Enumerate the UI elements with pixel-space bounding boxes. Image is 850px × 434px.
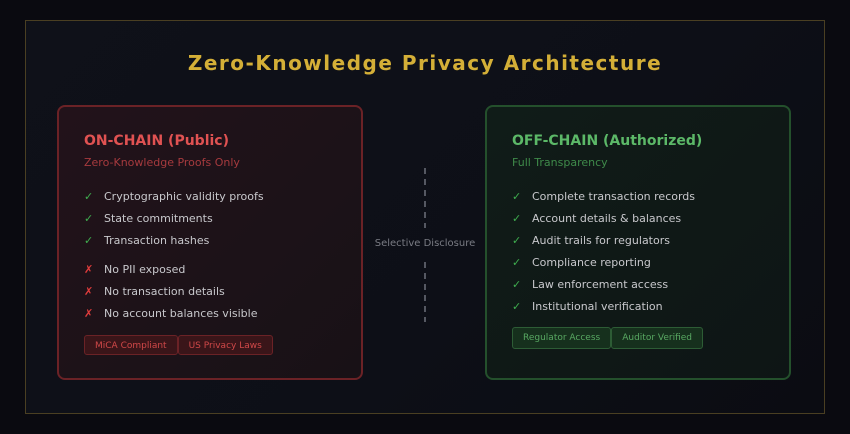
badge-auditor-verified: Auditor Verified: [611, 327, 704, 349]
offchain-item: ✓ Account details & balances: [512, 212, 681, 225]
onchain-badges: MiCA Compliant US Privacy Laws: [84, 335, 273, 355]
check-icon: ✓: [512, 212, 522, 225]
check-icon: ✓: [512, 256, 522, 269]
badge-mica-compliant: MiCA Compliant: [84, 335, 178, 355]
selective-disclosure-label: Selective Disclosure: [374, 238, 476, 249]
offchain-item: ✓ Compliance reporting: [512, 256, 651, 269]
check-icon: ✓: [512, 300, 522, 313]
offchain-item: ✓ Law enforcement access: [512, 278, 668, 291]
item-text: State commitments: [104, 212, 213, 225]
item-text: Account details & balances: [532, 212, 682, 225]
onchain-subtitle: Zero-Knowledge Proofs Only: [84, 156, 240, 169]
onchain-item: ✓ Transaction hashes: [84, 234, 209, 247]
check-icon: ✓: [512, 234, 522, 247]
item-text: Compliance reporting: [532, 256, 651, 269]
onchain-excluded-item: ✗ No PII exposed: [84, 263, 185, 276]
item-text: No account balances visible: [104, 307, 258, 320]
item-text: Audit trails for regulators: [532, 234, 670, 247]
offchain-badges: Regulator Access Auditor Verified: [512, 327, 704, 349]
onchain-title: ON-CHAIN (Public): [84, 133, 229, 149]
check-icon: ✓: [84, 190, 94, 203]
check-icon: ✓: [84, 234, 94, 247]
offchain-card: OFF-CHAIN (Authorized) Full Transparency…: [485, 105, 791, 380]
item-text: Transaction hashes: [104, 234, 210, 247]
item-text: No PII exposed: [104, 263, 186, 276]
item-text: Complete transaction records: [532, 190, 696, 203]
offchain-title: OFF-CHAIN (Authorized): [512, 133, 703, 149]
page-title: Zero-Knowledge Privacy Architecture: [187, 51, 663, 75]
cross-icon: ✗: [84, 307, 94, 320]
onchain-excluded-item: ✗ No transaction details: [84, 285, 225, 298]
badge-regulator-access: Regulator Access: [512, 327, 612, 349]
check-icon: ✓: [84, 212, 94, 225]
check-icon: ✓: [512, 190, 522, 203]
connector-line-bottom: [424, 262, 426, 322]
onchain-card: ON-CHAIN (Public) Zero-Knowledge Proofs …: [57, 105, 363, 380]
offchain-item: ✓ Institutional verification: [512, 300, 663, 313]
check-icon: ✓: [512, 278, 522, 291]
offchain-item: ✓ Complete transaction records: [512, 190, 695, 203]
offchain-item: ✓ Audit trails for regulators: [512, 234, 670, 247]
onchain-item: ✓ Cryptographic validity proofs: [84, 190, 264, 203]
item-text: Cryptographic validity proofs: [104, 190, 264, 203]
item-text: No transaction details: [104, 285, 225, 298]
cross-icon: ✗: [84, 263, 94, 276]
onchain-excluded-item: ✗ No account balances visible: [84, 307, 257, 320]
onchain-item: ✓ State commitments: [84, 212, 213, 225]
badge-us-privacy-laws: US Privacy Laws: [177, 335, 273, 355]
item-text: Law enforcement access: [532, 278, 669, 291]
offchain-subtitle: Full Transparency: [512, 156, 608, 169]
item-text: Institutional verification: [532, 300, 663, 313]
cross-icon: ✗: [84, 285, 94, 298]
connector-line-top: [424, 168, 426, 228]
